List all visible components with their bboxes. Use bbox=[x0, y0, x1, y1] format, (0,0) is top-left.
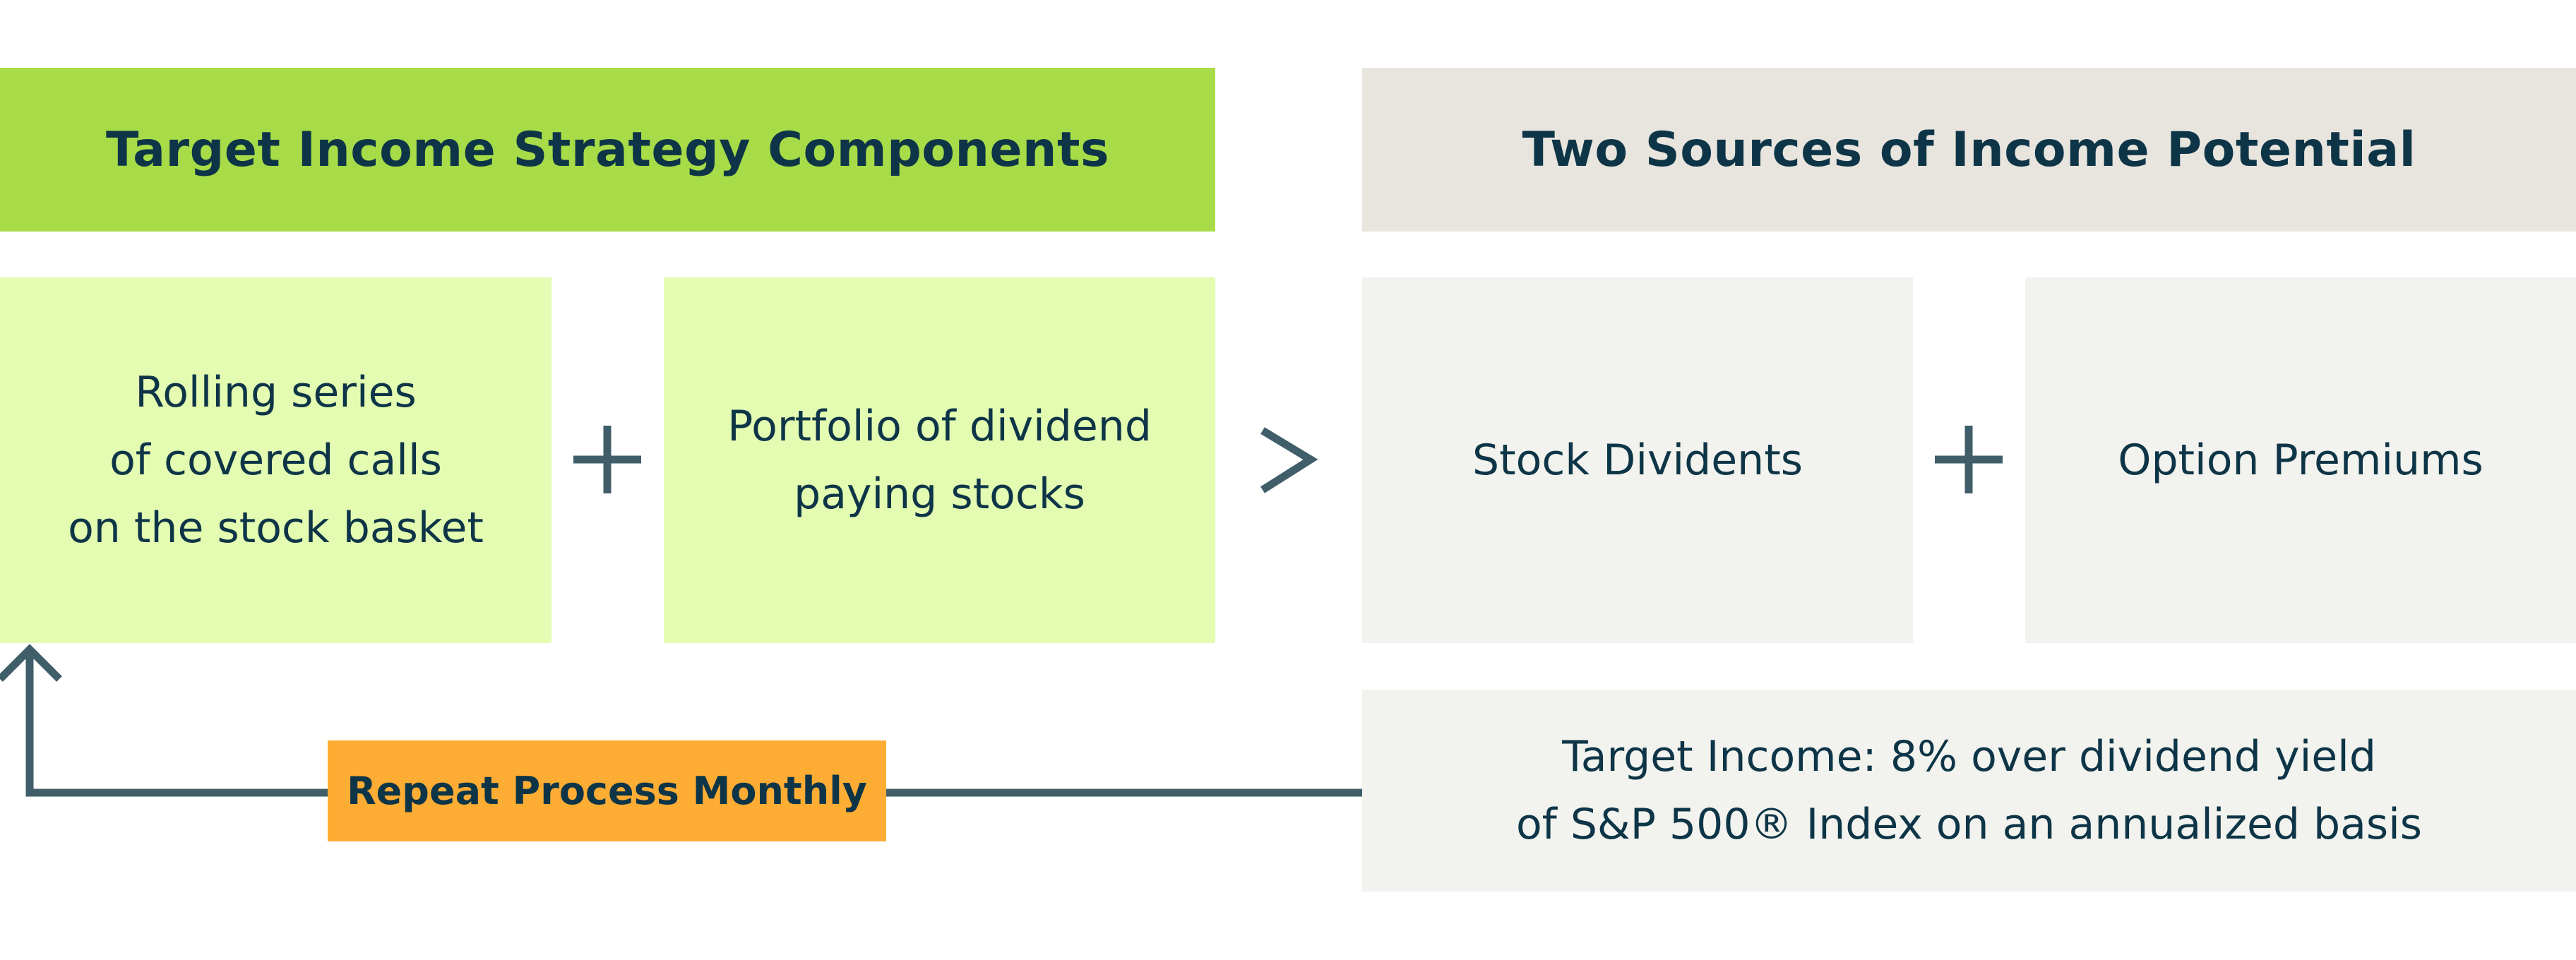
dividend-stocks-box: Portfolio of dividend paying stocks bbox=[664, 277, 1215, 643]
plus-icon-sources bbox=[1935, 426, 2003, 493]
target-income-box: Target Income: 8% over dividend yield of… bbox=[1362, 690, 2576, 892]
option-premiums-box: Option Premiums bbox=[2025, 277, 2576, 643]
repeat-loop-line bbox=[25, 649, 1362, 797]
income-sources-header: Two Sources of Income Potential bbox=[1362, 68, 2576, 232]
loop-arrowhead-up-icon bbox=[0, 644, 62, 682]
stock-dividends-box: Stock Dividents bbox=[1362, 277, 1913, 643]
chevron-right-icon bbox=[1260, 427, 1318, 493]
repeat-process-label: Repeat Process Monthly bbox=[328, 740, 886, 841]
plus-icon-components bbox=[573, 426, 641, 493]
covered-calls-box: Rolling series of covered calls on the s… bbox=[0, 277, 551, 643]
strategy-components-header: Target Income Strategy Components bbox=[0, 68, 1215, 232]
